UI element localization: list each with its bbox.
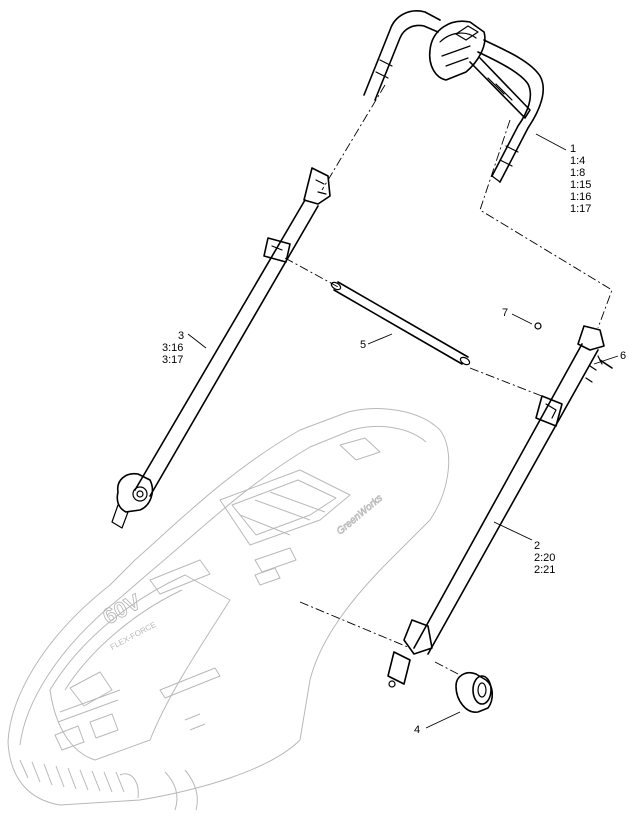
callout-7: 7 — [502, 307, 508, 319]
cross-tube — [330, 281, 471, 366]
callout-7-line: 7 — [502, 307, 508, 319]
svg-text:6: 6 — [620, 350, 626, 362]
svg-text:1:4: 1:4 — [570, 155, 585, 167]
svg-text:2:21: 2:21 — [534, 564, 555, 576]
svg-text:1: 1 — [570, 143, 576, 155]
svg-text:2:20: 2:20 — [534, 552, 555, 564]
callout-5: 5 — [360, 339, 366, 351]
callout-1: 1 1:4 1:8 1:15 1:16 1:17 — [570, 143, 591, 215]
callout-1-line: 1:16 — [570, 191, 591, 203]
upper-handle — [363, 10, 544, 183]
callout-6: 6 — [620, 350, 626, 362]
callout-1-line: 1:8 — [570, 167, 585, 179]
svg-text:3:16: 3:16 — [162, 342, 183, 354]
svg-text:3:17: 3:17 — [162, 354, 183, 366]
deck-voltage-label: 60V — [99, 589, 146, 630]
callout-5-line: 5 — [360, 339, 366, 351]
mower-deck-ghost — [7, 408, 450, 811]
left-lower-handle — [111, 167, 331, 529]
svg-text:1:17: 1:17 — [570, 203, 591, 215]
svg-text:1:8: 1:8 — [570, 167, 585, 179]
svg-text:2: 2 — [534, 540, 540, 552]
callout-1-line: 1:4 — [570, 155, 585, 167]
callout-4-line: 4 — [414, 724, 420, 736]
callout-3-line: 3:17 — [162, 354, 183, 366]
callout-3: 3 3:16 3:17 — [162, 330, 184, 366]
rear-wheel — [455, 671, 494, 713]
svg-text:3: 3 — [178, 330, 184, 342]
callout-1-line: 1 — [570, 143, 576, 155]
callout-1-line: 1:15 — [570, 179, 591, 191]
svg-text:7: 7 — [502, 307, 508, 319]
callout-3-line: 3 — [178, 330, 184, 342]
callout-2: 2 2:20 2:21 — [534, 540, 555, 576]
svg-text:5: 5 — [360, 339, 366, 351]
svg-text:4: 4 — [414, 724, 420, 736]
right-lower-handle — [387, 325, 605, 688]
callout-1-line: 1:17 — [570, 203, 591, 215]
svg-text:1:16: 1:16 — [570, 191, 591, 203]
leader-lines — [187, 133, 619, 729]
callout-6-line: 6 — [620, 350, 626, 362]
callout-4: 4 — [414, 724, 420, 736]
assembly-lines — [284, 84, 613, 676]
svg-text:1:15: 1:15 — [570, 179, 591, 191]
callout-3-line: 3:16 — [162, 342, 183, 354]
callout-2-line: 2:20 — [534, 552, 555, 564]
callout-2-line: 2 — [534, 540, 540, 552]
deck-brand-label: GreenWorks — [335, 493, 385, 538]
callout-2-line: 2:21 — [534, 564, 555, 576]
